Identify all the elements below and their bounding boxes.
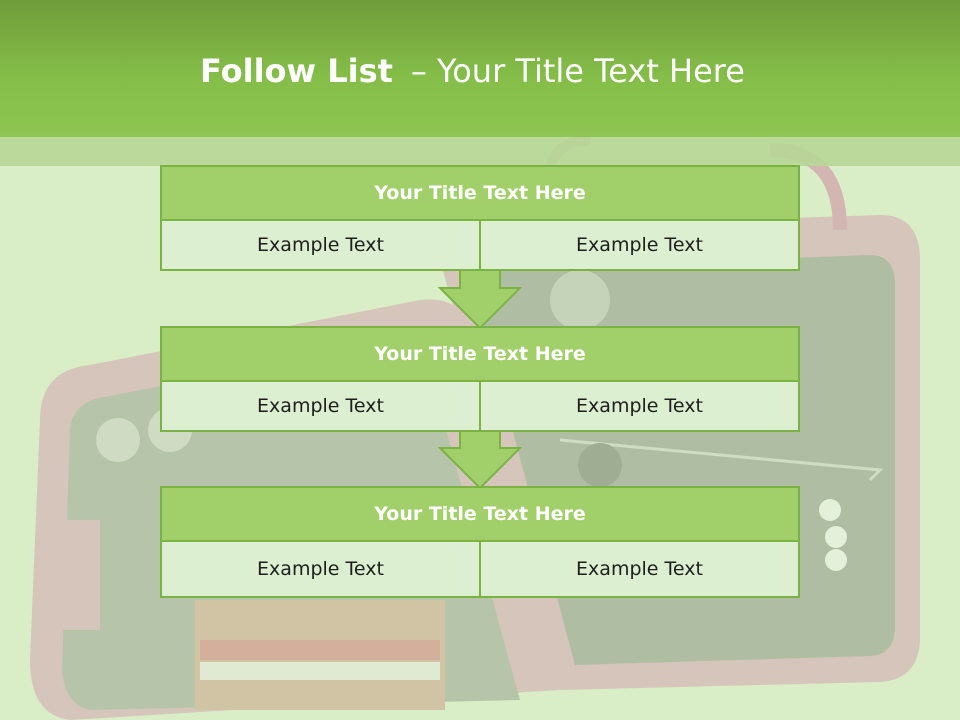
- slide-title: Follow List–Your Title Text Here: [0, 52, 945, 90]
- block-title: Your Title Text Here: [160, 165, 800, 221]
- block-cell: Example Text: [160, 221, 481, 271]
- block-cell: Example Text: [160, 542, 481, 598]
- title-separator: –: [410, 52, 427, 90]
- block-row: Example Text Example Text: [160, 542, 800, 598]
- block-cell: Example Text: [160, 382, 481, 432]
- block-title: Your Title Text Here: [160, 486, 800, 542]
- title-bold: Follow List: [200, 52, 393, 90]
- block-title: Your Title Text Here: [160, 326, 800, 382]
- title-rest: Your Title Text Here: [436, 52, 745, 90]
- block-cell: Example Text: [481, 542, 800, 598]
- down-arrow-icon: [438, 430, 522, 490]
- header-strip: [0, 137, 960, 166]
- header-bar: [0, 0, 960, 137]
- list-block-2: Your Title Text Here Example Text Exampl…: [160, 326, 800, 432]
- block-row: Example Text Example Text: [160, 382, 800, 432]
- block-row: Example Text Example Text: [160, 221, 800, 271]
- block-cell: Example Text: [481, 382, 800, 432]
- down-arrow-icon: [438, 270, 522, 330]
- block-cell: Example Text: [481, 221, 800, 271]
- list-block-1: Your Title Text Here Example Text Exampl…: [160, 165, 800, 271]
- list-block-3: Your Title Text Here Example Text Exampl…: [160, 486, 800, 598]
